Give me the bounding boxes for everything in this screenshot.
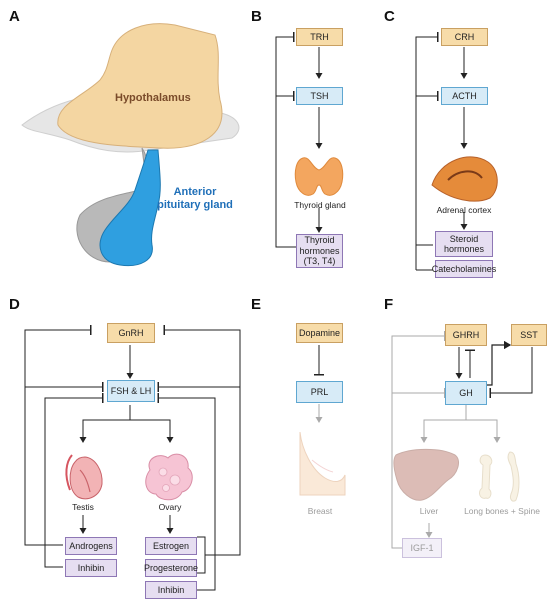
prl-box: PRL <box>296 381 343 403</box>
inhibin-male-box: Inhibin <box>65 559 117 577</box>
panel-c-arrows <box>415 32 468 271</box>
testis-caption: Testis <box>72 502 94 512</box>
anterior-pituitary-line2: pituitary gland <box>157 199 233 212</box>
thyroid-hormones-box: Thyroid hormones (T3, T4) <box>296 234 343 268</box>
thyroid-hormones-line2: hormones <box>299 245 340 256</box>
panel-b-arrows <box>275 32 323 248</box>
acth-box: ACTH <box>441 87 488 105</box>
adrenal-cortex-icon <box>431 156 498 202</box>
panel-f-arrows <box>391 331 533 549</box>
panel-label-a: A <box>9 8 20 25</box>
crh-box: CRH <box>441 28 488 46</box>
panel-label-d: D <box>9 296 20 313</box>
liver-icon <box>393 448 459 501</box>
breast-caption: Breast <box>307 506 333 516</box>
thyroid-gland-caption: Thyroid gland <box>294 200 346 210</box>
fsh-lh-box: FSH & LH <box>107 380 155 402</box>
androgens-box: Androgens <box>65 537 117 555</box>
testis-icon <box>65 454 103 500</box>
panel-label-b: B <box>251 8 262 25</box>
dopamine-box: Dopamine <box>296 323 343 343</box>
hypothalamus-illustration <box>21 23 240 153</box>
adrenal-cortex-caption: Adrenal cortex <box>436 205 492 215</box>
ghrh-box: GHRH <box>445 324 487 346</box>
anterior-pituitary-line1: Anterior <box>173 186 217 198</box>
long-bones-caption: Long bones + Spine <box>464 506 540 516</box>
inhibin-female-box: Inhibin <box>145 581 197 599</box>
panel-label-f: F <box>384 296 394 313</box>
sst-box: SST <box>511 324 547 346</box>
trh-box: TRH <box>296 28 343 46</box>
steroid-hormones-box: Steroid hormones <box>435 231 493 257</box>
liver-caption: Liver <box>419 506 439 516</box>
anterior-pituitary-label: Anterior pituitary gland <box>150 186 240 212</box>
panel-label-c: C <box>384 8 395 25</box>
long-bones-icon <box>478 451 520 502</box>
panel-d-arrows <box>24 325 241 591</box>
estrogen-box: Estrogen <box>145 537 197 555</box>
hypothalamus-label: Hypothalamus <box>115 92 191 104</box>
ovary-icon <box>145 453 193 501</box>
pituitary-illustration <box>76 147 161 267</box>
tsh-box: TSH <box>296 87 343 105</box>
thyroid-hormones-line3: (T3, T4) <box>303 256 336 267</box>
gh-box: GH <box>445 381 487 405</box>
igf-1-box: IGF-1 <box>402 538 442 558</box>
panel-label-e: E <box>251 296 262 313</box>
gnrh-box: GnRH <box>107 323 155 343</box>
thyroid-hormones-line1: Thyroid <box>304 235 335 246</box>
breast-icon <box>299 431 346 496</box>
steroid-hormones-line2: hormones <box>443 244 485 254</box>
thyroid-gland-icon <box>294 157 344 196</box>
ovary-caption: Ovary <box>158 502 182 512</box>
steroid-hormones-line1: Steroid <box>449 233 479 244</box>
progesterone-box: Progesterone <box>144 559 198 577</box>
catecholamines-box: Catecholamines <box>432 260 496 278</box>
